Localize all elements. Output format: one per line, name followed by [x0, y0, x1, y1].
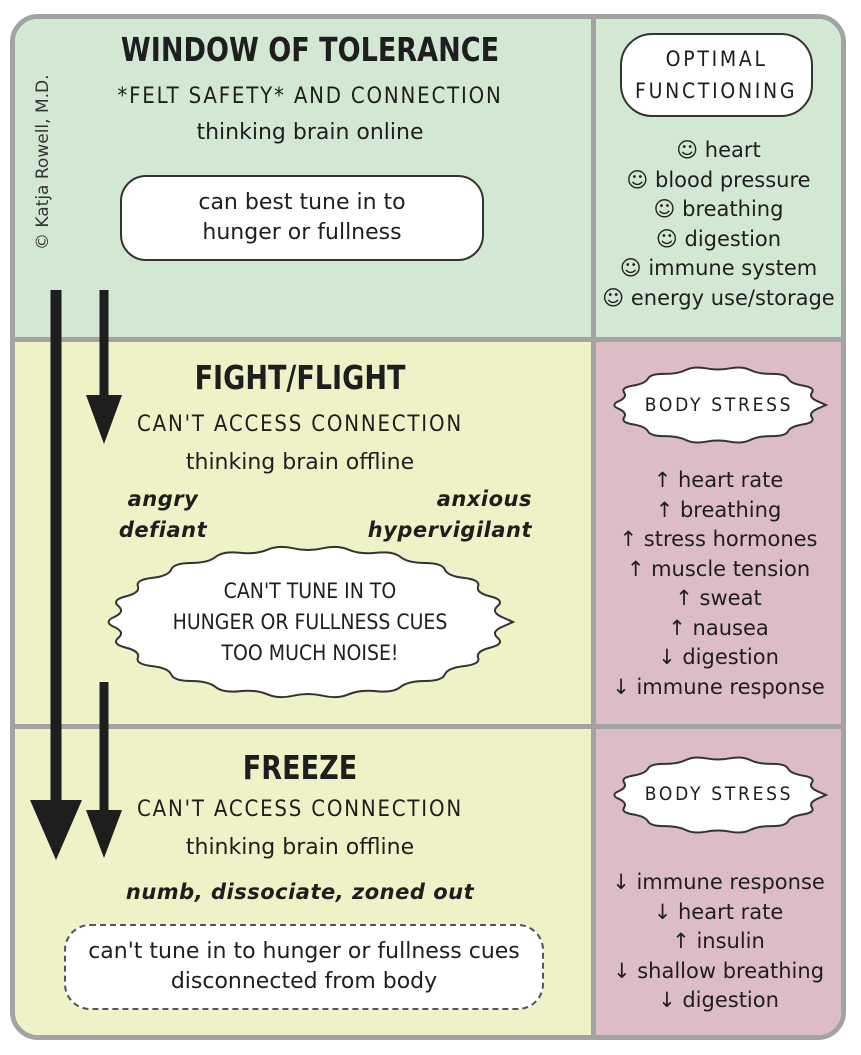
- row-divider-bottom: [15, 724, 841, 729]
- fight-stress-item: ↑ muscle tension: [626, 556, 811, 581]
- fight-state-hypervigilant: hypervigilant: [367, 518, 532, 542]
- freeze-box-line-1: can't tune in to hunger or fullness cues: [88, 939, 520, 964]
- window-brain-state: thinking brain online: [196, 120, 424, 145]
- arrow-short-bottom-icon: [86, 682, 122, 858]
- burst-shape-freeze-label: [613, 756, 829, 834]
- optimal-item: ☺ heart: [676, 138, 761, 162]
- freeze-stress-item: ↓ digestion: [658, 988, 779, 1012]
- freeze-brain-state: thinking brain offline: [185, 835, 415, 860]
- freeze-stress-item: ↓ heart rate: [653, 899, 784, 924]
- fight-stress-item: ↓ immune response: [612, 674, 825, 699]
- arrow-long-icon: [30, 290, 82, 860]
- copyright-credit: © Katja Rowell, M.D.: [33, 74, 53, 250]
- fight-state-angry: angry: [127, 487, 199, 511]
- fight-stress-item: ↓ digestion: [658, 645, 779, 669]
- arrow-short-top-icon: [86, 290, 122, 444]
- column-divider: [591, 19, 596, 1035]
- freeze-states: numb, dissociate, zoned out: [125, 880, 475, 904]
- freeze-title: FREEZE: [242, 748, 358, 787]
- freeze-stress-item: ↓ immune response: [612, 870, 825, 894]
- optimal-item: ☺ breathing: [653, 197, 784, 221]
- fight-stress-item: ↑ breathing: [655, 497, 782, 522]
- window-box-line-1: can best tune in to: [198, 190, 406, 215]
- fight-flight-subtitle: CAN'T ACCESS CONNECTION: [137, 412, 463, 437]
- fight-body-stress-list: ↑ heart rate ↑ breathing ↑ stress hormon…: [596, 466, 841, 702]
- fight-burst-line-2: HUNGER OR FULLNESS CUES: [172, 610, 448, 634]
- fight-burst-line-1: CAN'T TUNE IN TO: [223, 579, 397, 603]
- fight-flight-title: FIGHT/FLIGHT: [194, 358, 406, 397]
- fight-stress-item: ↑ nausea: [668, 615, 769, 640]
- fight-stress-item: ↑ stress hormones: [619, 527, 818, 551]
- fight-stress-item: ↑ sweat: [675, 586, 762, 610]
- window-box-line-2: hunger or fullness: [202, 220, 402, 245]
- optimal-functioning-label: OPTIMAL FUNCTIONING: [620, 33, 813, 117]
- freeze-stress-item: ↓ shallow breathing: [612, 958, 825, 983]
- optimal-item: ☺ blood pressure: [626, 167, 811, 192]
- fight-right-states: anxious hypervigilant: [352, 484, 532, 546]
- fight-burst-message: CAN'T TUNE IN TO HUNGER OR FULLNESS CUES…: [148, 576, 472, 669]
- optimal-label-line-1: OPTIMAL: [665, 47, 768, 71]
- optimal-item: ☺ digestion: [655, 226, 782, 251]
- fight-left-states: angry defiant: [108, 484, 218, 546]
- window-title: WINDOW OF TOLERANCE: [120, 30, 500, 69]
- fight-burst-line-3: TOO MUCH NOISE!: [221, 641, 399, 665]
- freeze-box-line-2: disconnected from body: [170, 969, 438, 994]
- optimal-label-line-2: FUNCTIONING: [635, 79, 798, 103]
- window-subtitle: *FELT SAFETY* AND CONNECTION: [117, 84, 503, 109]
- row-divider-top: [15, 337, 841, 342]
- freeze-subtitle: CAN'T ACCESS CONNECTION: [137, 797, 463, 822]
- optimal-item: ☺ energy use/storage: [602, 285, 835, 310]
- fight-body-stress-label: BODY STRESS: [644, 394, 794, 416]
- fight-state-defiant: defiant: [118, 518, 208, 542]
- optimal-item: ☺ immune system: [619, 256, 818, 280]
- freeze-disconnected-box: can't tune in to hunger or fullness cues…: [64, 924, 544, 1010]
- freeze-body-stress-list: ↓ immune response ↓ heart rate ↑ insulin…: [596, 868, 841, 1016]
- fight-stress-item: ↑ heart rate: [653, 468, 784, 492]
- fight-flight-brain-state: thinking brain offline: [185, 450, 415, 475]
- burst-shape-main: [107, 545, 516, 699]
- burst-shape-fight-label: [613, 366, 829, 444]
- freeze-stress-item: ↑ insulin: [672, 929, 765, 953]
- window-tune-in-box: can best tune in to hunger or fullness: [120, 175, 484, 261]
- optimal-functioning-list: ☺ heart ☺ blood pressure ☺ breathing ☺ d…: [596, 136, 841, 313]
- freeze-body-stress-label: BODY STRESS: [644, 783, 794, 805]
- fight-state-anxious: anxious: [436, 487, 532, 511]
